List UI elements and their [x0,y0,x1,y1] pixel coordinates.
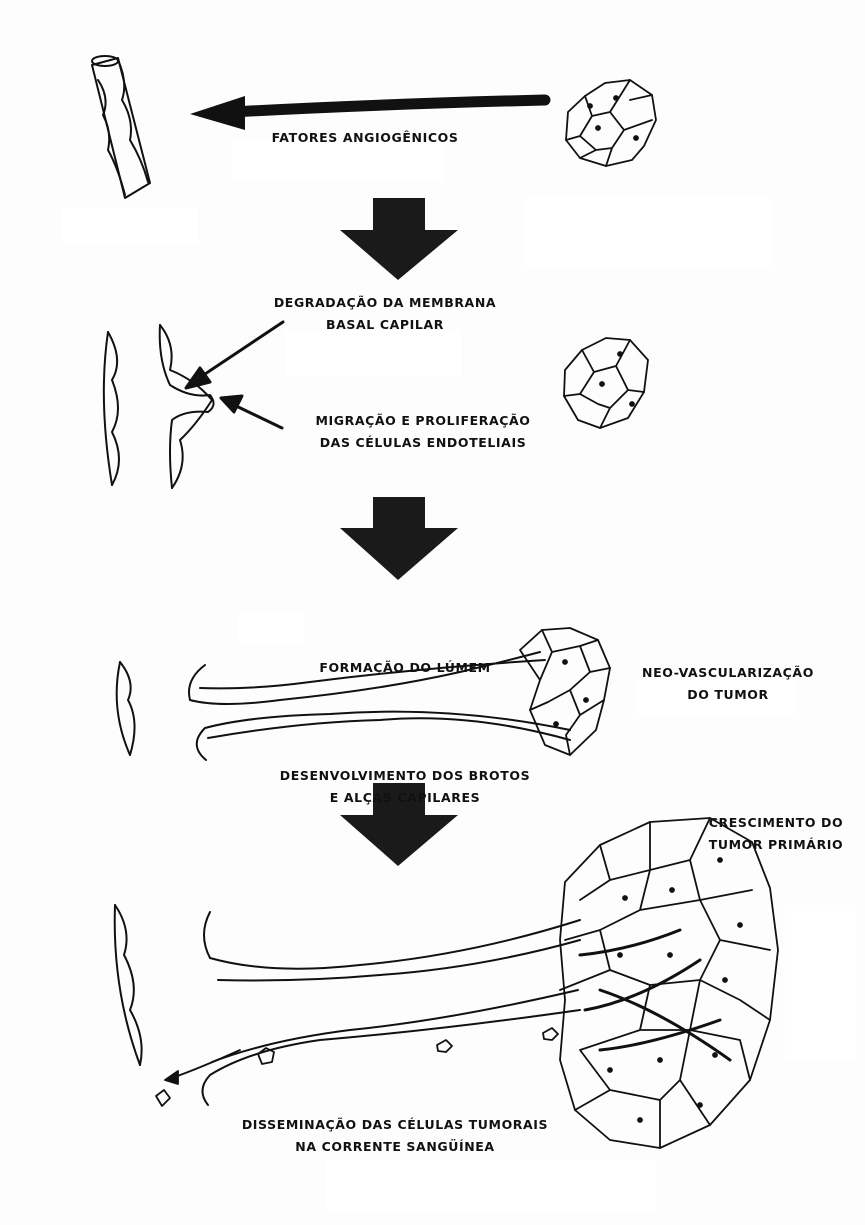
blank-box [525,198,771,268]
vessels-to-large-tumor [202,912,580,1105]
label-neovascularization: NEO-VASCULARIZAÇÃO DO TUMOR [628,662,828,706]
tumor-stage3 [520,628,610,755]
angiogenic-arrow [190,96,545,130]
capillary-wall-sprouting [160,325,214,488]
label-line: DO TUMOR [628,684,828,706]
blank-box [62,208,198,244]
label-line: BASAL CAPILAR [255,314,515,336]
label-angiogenic-factors: FATORES ANGIOGÊNICOS [250,127,480,149]
label-line: MIGRAÇÃO E PROLIFERAÇÃO [278,410,568,432]
capillary-wall-left-3 [117,662,135,755]
label-lumen-formation: FORMAÇÃO DO LÚMEM [300,657,510,679]
label-line: CRESCIMENTO DO [690,812,862,834]
label-line: NEO-VASCULARIZAÇÃO [628,662,828,684]
dissemination-arrow [165,1050,240,1084]
label-dissemination: DISSEMINAÇÃO DAS CÉLULAS TUMORAIS NA COR… [220,1114,570,1158]
label-line: FATORES ANGIOGÊNICOS [250,127,480,149]
label-migration-proliferation: MIGRAÇÃO E PROLIFERAÇÃO DAS CÉLULAS ENDO… [278,410,568,454]
label-line: DISSEMINAÇÃO DAS CÉLULAS TUMORAIS [220,1114,570,1136]
label-line: TUMOR PRIMÁRIO [690,834,862,856]
capillary-wall-left-4 [115,905,142,1065]
small-tumor-middle [564,338,648,428]
label-line: NA CORRENTE SANGÜÍNEA [220,1136,570,1158]
label-sprout-development: DESENVOLVIMENTO DOS BROTOS E ALÇAS CAPIL… [255,765,555,809]
label-membrane-degradation: DEGRADAÇÃO DA MEMBRANA BASAL CAPILAR [255,292,515,336]
capillary-segment [92,56,150,198]
capillary-wall-left-2 [104,332,119,485]
blank-box [785,905,857,1060]
label-line: DESENVOLVIMENTO DOS BROTOS [255,765,555,787]
blank-box [286,330,462,376]
big-down-arrow-2 [340,497,458,580]
blank-box [326,1160,656,1210]
label-primary-tumor-growth: CRESCIMENTO DO TUMOR PRIMÁRIO [690,812,862,856]
free-tumor-cells [156,1028,558,1106]
label-line: DEGRADAÇÃO DA MEMBRANA [255,292,515,314]
label-line: E ALÇAS CAPILARES [255,787,555,809]
label-line: FORMAÇÃO DO LÚMEM [300,657,510,679]
blank-box [238,614,304,642]
big-down-arrow-1 [340,198,458,280]
label-line: DAS CÉLULAS ENDOTELIAIS [278,432,568,454]
small-tumor-top [566,80,656,166]
large-primary-tumor [560,818,778,1148]
